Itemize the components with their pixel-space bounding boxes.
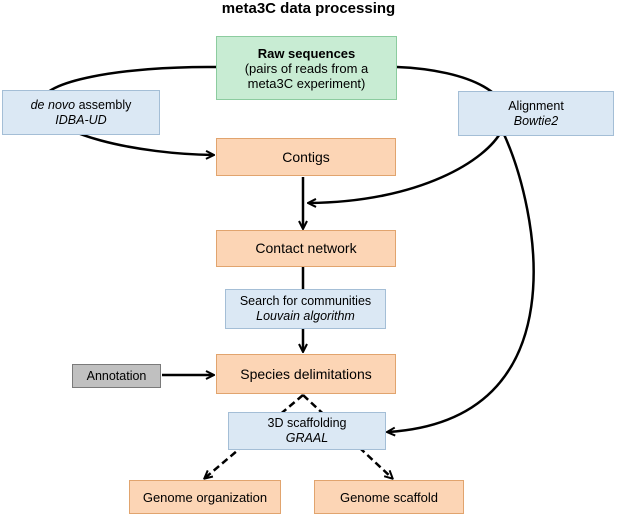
raw-sequences-desc-1: (pairs of reads from a: [244, 60, 369, 76]
node-community-search: Search for communities Louvain algorithm: [225, 289, 386, 329]
genome-scaffold-label: Genome scaffold: [339, 489, 439, 505]
node-genome-scaffold: Genome scaffold: [314, 480, 464, 514]
raw-sequences-desc-2: meta3C experiment): [247, 75, 366, 91]
contigs-label: Contigs: [282, 148, 330, 165]
scaffolding-tool: GRAAL: [285, 431, 329, 445]
page-title: meta3C data processing: [221, 0, 396, 17]
node-de-novo-assembly: de novo assembly IDBA-UD: [2, 90, 160, 135]
alignment-label: Alignment: [508, 98, 564, 113]
node-3d-scaffolding: 3D scaffolding GRAAL: [228, 412, 386, 450]
alignment-tool: Bowtie2: [513, 113, 559, 128]
de-novo-rest: assembly: [75, 97, 132, 112]
node-contact-network: Contact network: [216, 230, 396, 267]
node-annotation: Annotation: [72, 364, 161, 388]
node-species-delimitations: Species delimitations: [216, 354, 396, 394]
raw-sequences-title: Raw sequences: [257, 45, 356, 61]
de-novo-italic: de novo: [30, 97, 76, 112]
node-contigs: Contigs: [216, 138, 396, 176]
species-delimitations-label: Species delimitations: [240, 365, 372, 382]
node-alignment: Alignment Bowtie2: [458, 91, 614, 136]
contact-network-label: Contact network: [255, 240, 357, 256]
de-novo-tool: IDBA-UD: [55, 112, 107, 127]
node-genome-organization: Genome organization: [129, 480, 281, 514]
node-raw-sequences: Raw sequences (pairs of reads from a met…: [216, 36, 397, 100]
community-search-tool: Louvain algorithm: [256, 309, 355, 323]
arrow-alignment-to-scaffolding: [388, 129, 535, 432]
community-search-label: Search for communities: [239, 294, 372, 308]
de-novo-line: de novo assembly: [31, 98, 132, 113]
scaffolding-label: 3D scaffolding: [267, 416, 347, 430]
genome-organization-label: Genome organization: [142, 489, 268, 505]
annotation-label: Annotation: [86, 368, 147, 383]
